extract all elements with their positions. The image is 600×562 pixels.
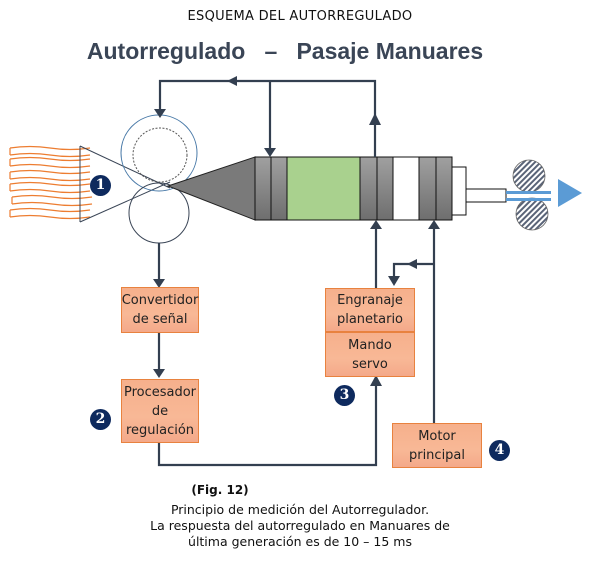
sliver-2 [9,156,91,169]
upper-output-roller-icon [512,159,546,193]
servo-drive-block: Mando servo [325,332,415,377]
upper-measuring-roller-inner [132,127,188,183]
section-gray-4 [376,156,394,221]
badge-3: 3 [334,385,355,406]
end-cap [451,166,467,216]
section-gray-5 [418,156,437,221]
arrow-down-icon [153,369,165,378]
diagram-title: Autorregulado – Pasaje Manuares [86,38,484,64]
planetary-gear-block: Engranaje planetario [325,288,415,332]
output-sliver-bottom [506,198,551,201]
upper-measuring-roller-outer [120,114,198,192]
section-gray-1 [254,156,272,221]
section-green [286,156,361,221]
sliver-4 [9,181,91,194]
arrow-up-icon [428,220,440,229]
lower-measuring-roller [128,182,190,244]
arrow-down-icon [154,109,166,118]
caption-line-3: última generación es de 10 – 15 ms [188,534,412,549]
arrow-up-icon [370,220,382,229]
section-gray-2 [270,156,288,221]
lower-output-roller-icon [515,197,549,231]
arrow-left-icon [227,76,237,86]
regulation-processor-block: Procesador de regulación [121,379,199,443]
arrow-down-icon [153,279,165,288]
funnel-bottom-line [79,181,171,223]
figure-label: (Fig. 12) [191,483,249,497]
sliver-1 [9,145,91,158]
signal-lines [157,79,436,467]
arrow-up-icon [370,375,382,386]
signal-converter-block: Convertidor de señal [121,287,199,333]
section-white [392,156,420,221]
drafting-unit [254,156,507,221]
caption-line-1: Principio de medición del Autorregulador… [170,502,430,517]
arrow-up-icon [369,113,381,125]
badge-4: 4 [489,440,510,461]
sliver-3 [9,169,91,182]
section-gray-3 [359,156,378,221]
output-shaft [465,188,507,203]
arrow-down-icon [264,148,276,157]
caption-line-2: La respuesta del autorregulado en Manuar… [150,518,450,533]
diagram-subtitle: ESQUEMA DEL AUTORREGULADO [187,9,413,24]
output-sliver-top [506,191,551,194]
badge-2: 2 [90,409,111,430]
arrowheads [153,76,440,386]
badge-1: 1 [90,175,111,196]
funnel-top-line [79,145,171,189]
section-gray-6 [435,156,453,221]
sliver-6 [9,207,91,220]
arrow-left-icon [407,259,417,269]
drafting-cone [166,156,256,221]
main-motor-block: Motor principal [392,423,482,468]
output-direction-arrow-icon [558,179,582,207]
arrow-down-icon [388,276,400,286]
